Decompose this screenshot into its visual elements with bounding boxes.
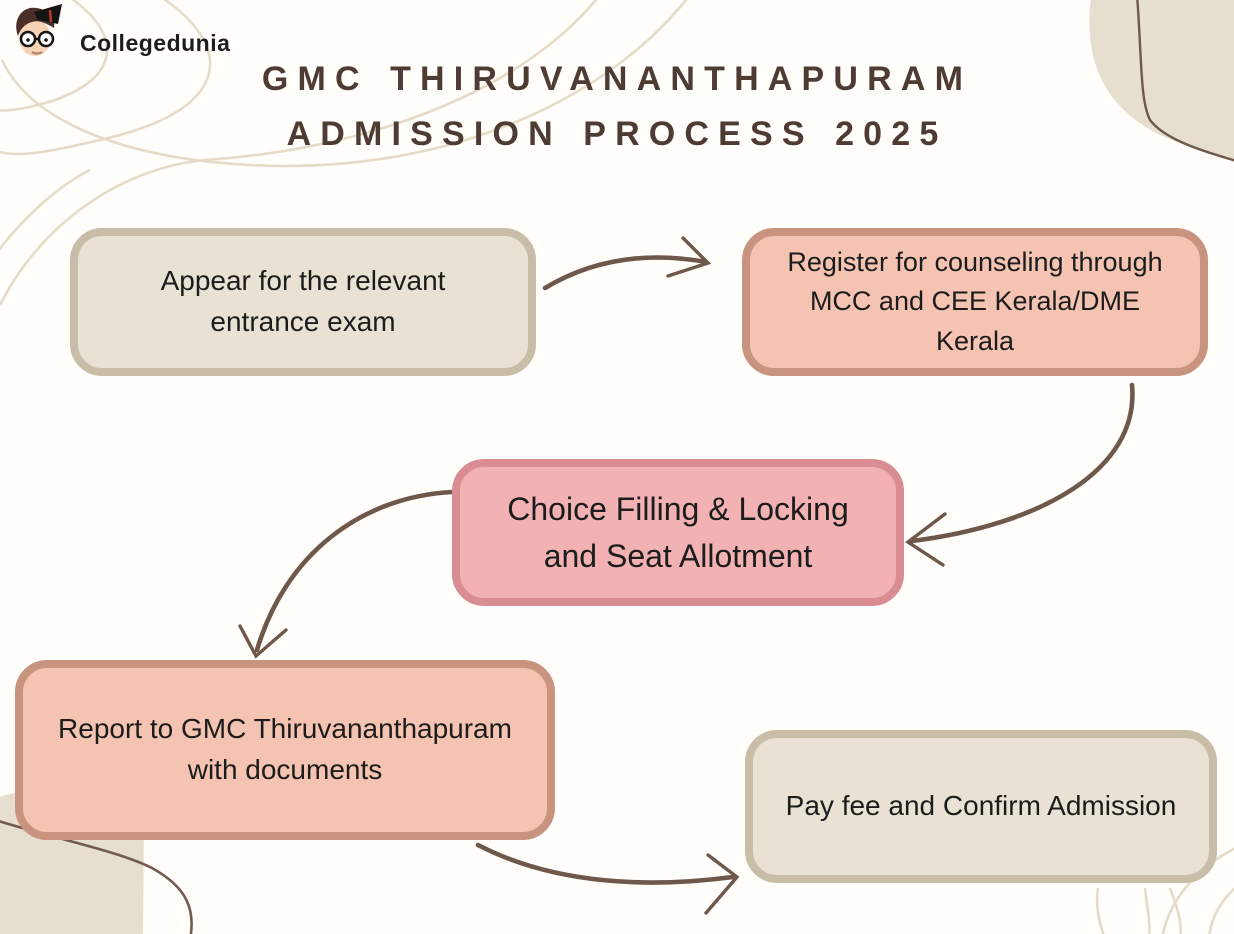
flow-step-4-label: Report to GMC Thiruvananthapuram with do… bbox=[58, 713, 512, 785]
arrow-step3-to-step4 bbox=[238, 489, 455, 659]
flow-step-5-pay-fee: Pay fee and Confirm Admission bbox=[745, 730, 1217, 883]
page-title-line1: GMC THIRUVANANTHAPURAM bbox=[261, 60, 973, 98]
flow-step-1-label: Appear for the relevant entrance exam bbox=[160, 265, 446, 337]
page-title: GMC THIRUVANANTHAPURAM ADMISSION PROCESS… bbox=[0, 52, 1234, 162]
brand-name: Collegedunia bbox=[80, 29, 231, 56]
arrow-step2-to-step3 bbox=[905, 382, 1135, 567]
flow-step-2-register-counseling: Register for counseling through MCC and … bbox=[742, 228, 1208, 376]
flow-step-3-label: Choice Filling & Locking and Seat Allotm… bbox=[507, 491, 849, 574]
collegedunia-logo: Collegedunia bbox=[8, 2, 230, 64]
flow-step-2-label: Register for counseling through MCC and … bbox=[787, 247, 1163, 356]
arrow-step1-to-step2 bbox=[542, 236, 712, 291]
page-title-line2: ADMISSION PROCESS 2025 bbox=[286, 115, 948, 153]
flow-step-3-choice-filling: Choice Filling & Locking and Seat Allotm… bbox=[452, 459, 904, 606]
flow-step-1-entrance-exam: Appear for the relevant entrance exam bbox=[70, 228, 536, 376]
collegedunia-mascot-icon bbox=[16, 4, 62, 56]
arrow-step4-to-step5 bbox=[475, 842, 740, 915]
flow-step-5-label: Pay fee and Confirm Admission bbox=[785, 790, 1177, 822]
flow-step-4-report-with-documents: Report to GMC Thiruvananthapuram with do… bbox=[15, 660, 555, 840]
